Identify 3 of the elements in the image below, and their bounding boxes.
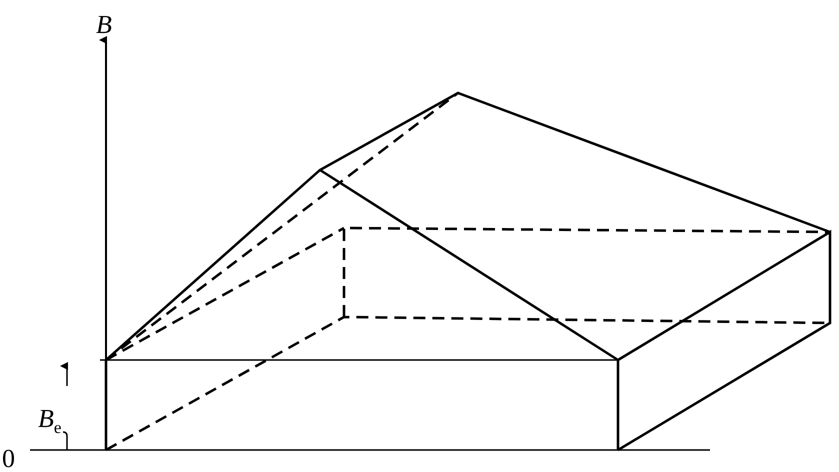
axis-label: 0 bbox=[2, 446, 15, 472]
axis-label: B bbox=[96, 12, 112, 38]
axis-label: B$_{e}$ bbox=[38, 406, 62, 436]
